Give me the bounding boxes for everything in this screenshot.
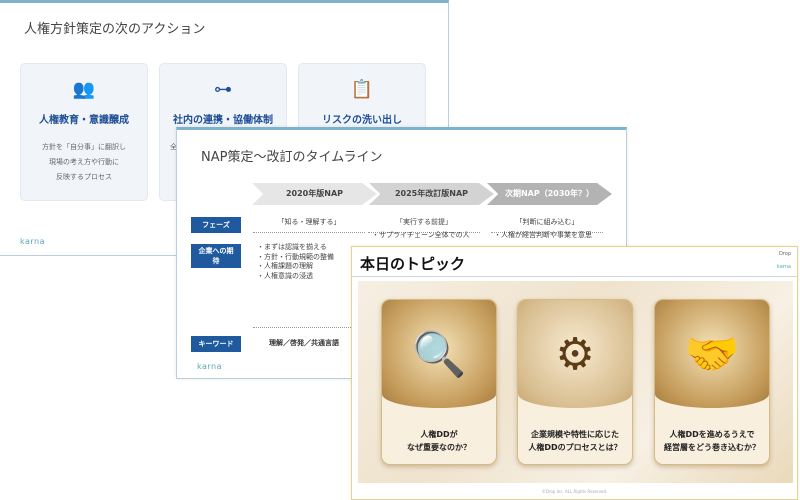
slide-header: 本日のトピック Drop karna (352, 247, 797, 277)
slide-title: NAP策定〜改訂のタイムライン (201, 150, 383, 165)
action-card: 👥 人権教育・意識醸成 方針を「自分事」に翻訳し現場の考え方や行動に反映するプロ… (20, 63, 148, 201)
expectation-list: ・人権が経営判断や事業を意思 (494, 231, 592, 239)
row-label-phase: フェーズ (191, 217, 241, 233)
karna-logo: karna (20, 237, 46, 246)
people-gear-icon: 👥 (72, 79, 96, 100)
phase-cell: 「知る・理解する」 (253, 217, 365, 233)
phase-cell: 「実行する前提」 (368, 217, 480, 233)
clipboard-check-icon: 📋 (350, 79, 374, 100)
timeline-column-2030: 次期NAP（2030年？） (487, 183, 612, 205)
karna-logo: karna (776, 264, 791, 270)
person-search-question-icon: 🔍 (382, 300, 496, 408)
card-title: リスクの洗い出し (322, 115, 402, 126)
org-chart-icon: ⊶ (214, 79, 232, 100)
expectation-list: ・サプライチェーン全体での人 (372, 231, 470, 239)
timeline-column-2025: 2025年改訂版NAP (369, 183, 494, 205)
slide-todays-topics[interactable]: 本日のトピック Drop karna 🔍 人権DDがなぜ重要なのか？ ⚙ 企業規… (351, 246, 798, 500)
topic-text: 企業規模や特性に応じた人権DDのプロセスとは？ (528, 430, 622, 452)
topic-text: 人権DDを進めるうえで経営層をどう巻き込むか？ (664, 430, 760, 452)
card-body: 全 (170, 143, 177, 151)
gears-flowchart-buildings-icon: ⚙ (518, 300, 632, 408)
divider (253, 327, 365, 328)
card-title: 人権教育・意識醸成 (39, 115, 129, 126)
karna-logo: karna (197, 362, 223, 371)
drop-logo: Drop (778, 251, 791, 257)
row-label-expectation: 企業への期待 (191, 244, 241, 268)
slide-title: 本日のトピック (360, 255, 466, 273)
topics-visual: 🔍 人権DDがなぜ重要なのか？ ⚙ 企業規模や特性に応じた人権DDのプロセスとは… (358, 281, 793, 483)
handshake-meeting-icon: 🤝 (655, 300, 769, 408)
card-body: 方針を「自分事」に翻訳し現場の考え方や行動に反映するプロセス (42, 143, 126, 181)
row-label-keyword: キーワード (191, 336, 241, 352)
footer-copyright: ©Drop Inc. ALL Rights Reserved. (541, 489, 608, 494)
keyword-cell: 理解／啓発／共通言語 (269, 339, 339, 347)
topic-text: 人権DDがなぜ重要なのか？ (407, 430, 471, 452)
topic-card: 🤝 人権DDを進めるうえで経営層をどう巻き込むか？ (654, 299, 770, 465)
phase-cell: 「判断に組み込む」 (491, 217, 603, 233)
topic-card: 🔍 人権DDがなぜ重要なのか？ (381, 299, 497, 465)
card-title: 社内の連携・協働体制 (173, 115, 273, 126)
expectation-list: ・まずは認識を揃える・方針・行動規範の整備・人権課題の理解・人権意識の浸透 (257, 243, 334, 280)
topic-card: ⚙ 企業規模や特性に応じた人権DDのプロセスとは？ (517, 299, 633, 465)
slide-title: 人権方針策定の次のアクション (24, 22, 206, 37)
timeline-column-2020: 2020年版NAP (252, 183, 377, 205)
